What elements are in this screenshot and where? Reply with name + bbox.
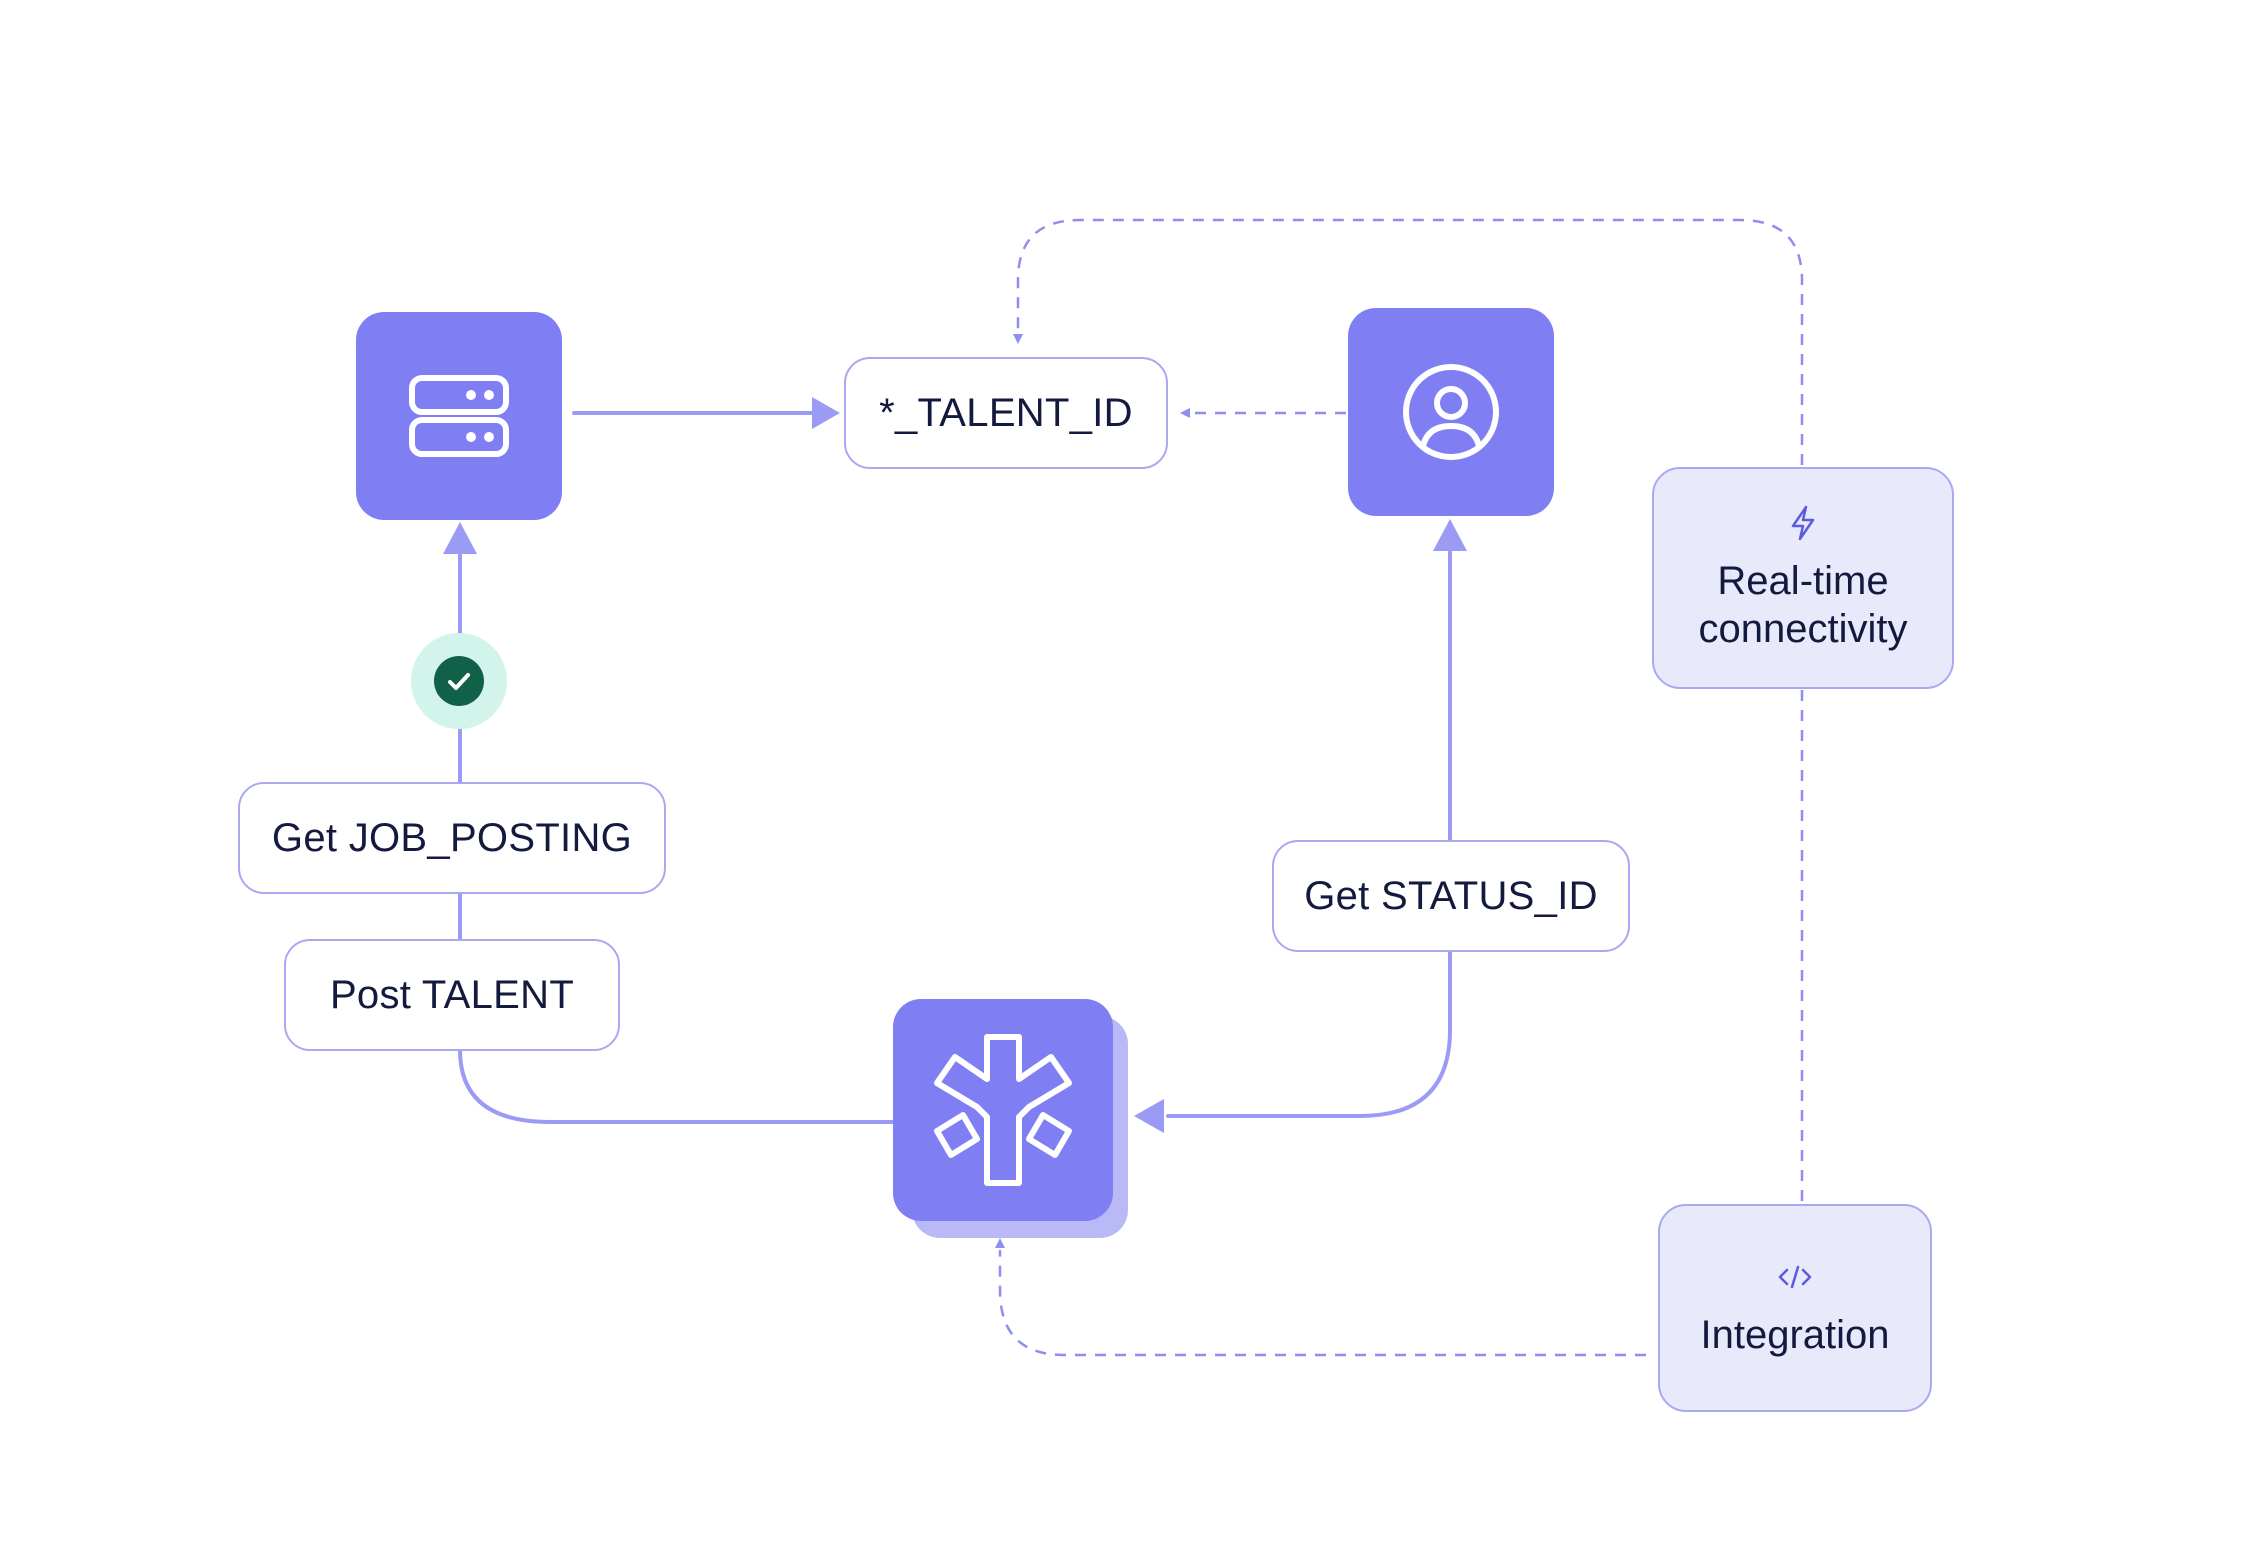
check-icon bbox=[448, 673, 470, 690]
get-job-posting-label: Get JOB_POSTING bbox=[271, 815, 633, 860]
post-talent-node[interactable]: Post TALENT bbox=[284, 939, 620, 1051]
integration-card[interactable]: Integration bbox=[1658, 1204, 1932, 1412]
integration-label: Integration bbox=[1700, 1313, 1890, 1357]
arrow-database bbox=[443, 522, 477, 554]
talent-id-label: *_TALENT_ID bbox=[879, 390, 1133, 435]
dashed-arrow-hub bbox=[995, 1238, 1005, 1248]
arrow-user bbox=[1433, 519, 1467, 551]
connector-status-to-hub bbox=[1166, 948, 1452, 1118]
post-talent-label: Post TALENT bbox=[329, 972, 575, 1017]
get-job-posting-node[interactable]: Get JOB_POSTING bbox=[238, 782, 666, 894]
realtime-connectivity-card[interactable]: Real-time connectivity bbox=[1652, 467, 1954, 689]
realtime-connectivity-label: Real-time connectivity bbox=[1698, 559, 1908, 651]
get-status-id-label: Get STATUS_ID bbox=[1304, 873, 1598, 918]
dashed-integration-to-hub bbox=[998, 1250, 1646, 1357]
database-tile[interactable] bbox=[356, 312, 562, 520]
dashed-arrow-talent-top bbox=[1013, 334, 1023, 344]
user-circle-icon bbox=[1403, 364, 1499, 460]
connector-post-to-hub bbox=[458, 1048, 895, 1124]
server-icon bbox=[409, 375, 509, 457]
dashed-arrow-talent-left bbox=[1180, 408, 1190, 418]
arrow-hub bbox=[1134, 1099, 1164, 1133]
success-badge bbox=[411, 633, 507, 729]
asterisk-logo-icon bbox=[934, 1034, 1072, 1186]
get-status-id-node[interactable]: Get STATUS_ID bbox=[1272, 840, 1630, 952]
code-icon bbox=[1778, 1265, 1812, 1289]
talent-id-node[interactable]: *_TALENT_ID bbox=[844, 357, 1168, 469]
user-tile[interactable] bbox=[1348, 308, 1554, 516]
hub-tile[interactable] bbox=[893, 999, 1113, 1221]
arrow-talent bbox=[812, 397, 840, 429]
lightning-icon bbox=[1791, 505, 1815, 541]
